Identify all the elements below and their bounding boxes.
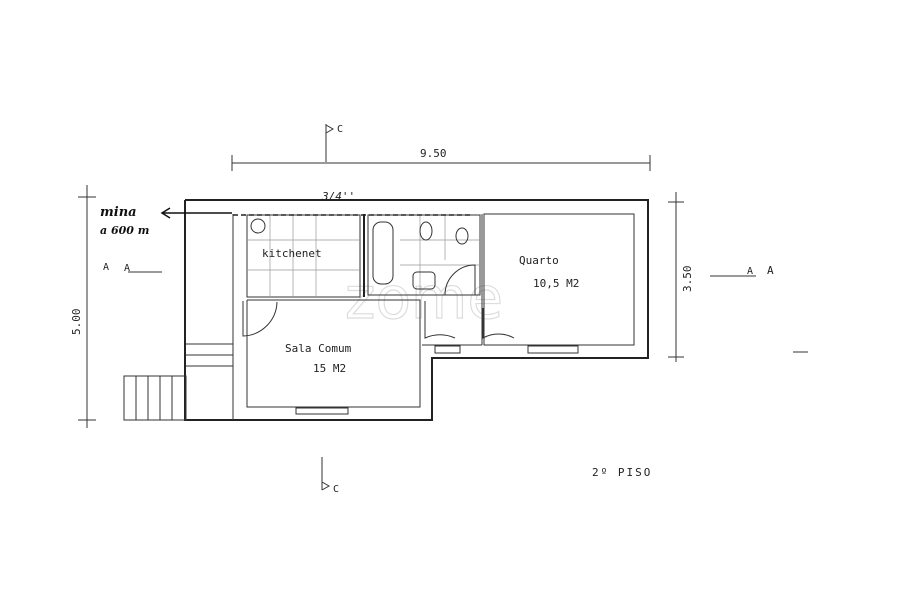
- pipe-size-label: 3/4'': [321, 190, 355, 203]
- stairs: [123, 343, 233, 421]
- doors: [242, 264, 515, 339]
- note-arrowhead-icon: [160, 207, 171, 219]
- tile-pattern: [247, 215, 480, 297]
- section-marks: [128, 124, 808, 491]
- bathtub-icon: [372, 221, 394, 285]
- section-a-right-arrow: A: [747, 266, 753, 277]
- section-a-left-arrow: A: [124, 263, 130, 274]
- sink-icon: [250, 218, 266, 234]
- room-quarto-label: Quarto: [519, 254, 559, 267]
- toilet-icon: [419, 221, 433, 241]
- windows: [295, 345, 579, 415]
- dimension-depth: 5.00: [70, 309, 83, 336]
- note-mina: mina: [100, 205, 137, 220]
- room-sala-area: 15 M2: [313, 362, 346, 375]
- floor-label: 2º PISO: [592, 466, 652, 479]
- note-distance: a 600 m: [100, 224, 149, 237]
- section-c-top: C: [337, 124, 343, 135]
- fixtures: [250, 218, 469, 290]
- room-kitchenet-label: kitchenet: [262, 247, 322, 260]
- dimension-width: 9.50: [420, 147, 447, 160]
- dimension-lines: [78, 155, 684, 428]
- washbasin-icon: [412, 271, 436, 290]
- room-sala-label: Sala Comum: [285, 342, 352, 355]
- dimension-right-depth: 3.50: [681, 266, 694, 293]
- watermark: zome: [345, 264, 503, 332]
- bidet-icon: [455, 227, 469, 245]
- section-a-right: A: [767, 264, 774, 277]
- section-c-bottom: C: [333, 484, 339, 495]
- section-a-left: A: [103, 262, 109, 273]
- room-quarto-area: 10,5 M2: [533, 277, 579, 290]
